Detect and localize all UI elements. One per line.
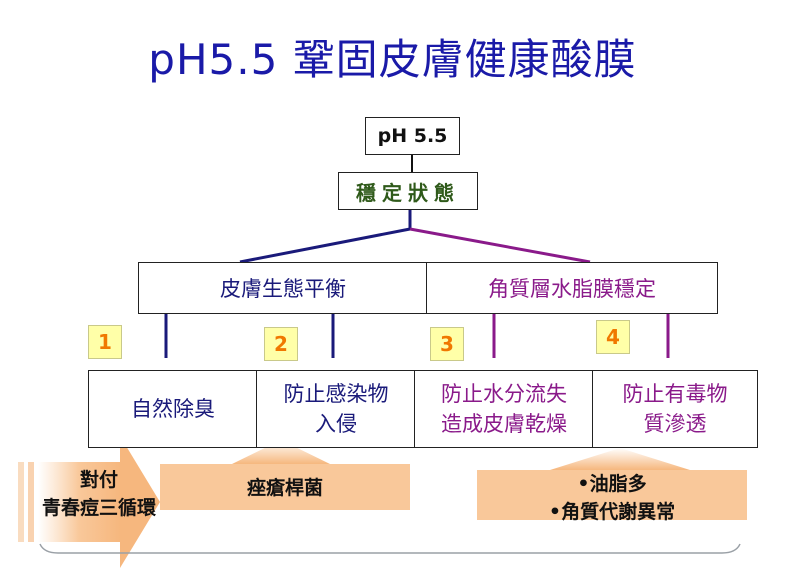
bottom-bracket xyxy=(39,543,741,554)
branch-skin-ecology-label: 皮膚生態平衡 xyxy=(220,277,346,301)
page-title: pH5.5 鞏固皮膚健康酸膜 xyxy=(148,35,637,84)
function-deodorize: 自然除臭 xyxy=(88,370,258,448)
cause-acne-cycle: 對付 青春痘三循環 xyxy=(14,466,184,522)
arrow-middle xyxy=(160,440,410,510)
arrow-right xyxy=(477,448,747,520)
branch-skin-ecology: 皮膚生態平衡 xyxy=(138,262,428,314)
branch-stratum-corneum-label: 角質層水脂膜穩定 xyxy=(488,277,656,301)
badge-4: 4 xyxy=(596,320,630,354)
function-prevent-infection-line1: 防止感染物 xyxy=(283,382,389,406)
branch-stratum-corneum: 角質層水脂膜穩定 xyxy=(426,262,718,314)
stable-state-node: 穩定狀態 xyxy=(338,172,478,210)
cause-oil-keratin: •油脂多 •角質代謝異常 xyxy=(477,470,747,526)
connector-branch-right xyxy=(409,227,591,264)
arrow-left-striped xyxy=(18,436,160,568)
cause-oil-line: •油脂多 xyxy=(577,473,647,495)
cause-keratin-line: •角質代謝異常 xyxy=(548,501,676,523)
function-prevent-infection-line2: 入侵 xyxy=(315,412,357,436)
connector-branch-left xyxy=(239,227,411,264)
function-prevent-dryness: 防止水分流失 造成皮膚乾燥 xyxy=(414,370,594,448)
cause-acne-cycle-line2: 青春痘三循環 xyxy=(41,497,156,519)
function-prevent-toxins: 防止有毒物 質滲透 xyxy=(592,370,758,448)
cause-acne-bacteria: 痤瘡桿菌 xyxy=(246,477,323,499)
ph-node: pH 5.5 xyxy=(365,117,460,155)
badge-1: 1 xyxy=(88,325,122,359)
function-prevent-infection: 防止感染物 入侵 xyxy=(256,370,416,448)
function-prevent-dryness-line1: 防止水分流失 xyxy=(441,382,567,406)
function-prevent-dryness-line2: 造成皮膚乾燥 xyxy=(441,412,567,436)
badge-2: 2 xyxy=(264,327,298,361)
cause-acne-cycle-line1: 對付 xyxy=(79,469,118,491)
function-prevent-toxins-line2: 質滲透 xyxy=(643,412,707,436)
function-deodorize-line1: 自然除臭 xyxy=(131,397,215,421)
function-prevent-toxins-line1: 防止有毒物 xyxy=(622,382,728,406)
badge-3: 3 xyxy=(430,327,464,361)
